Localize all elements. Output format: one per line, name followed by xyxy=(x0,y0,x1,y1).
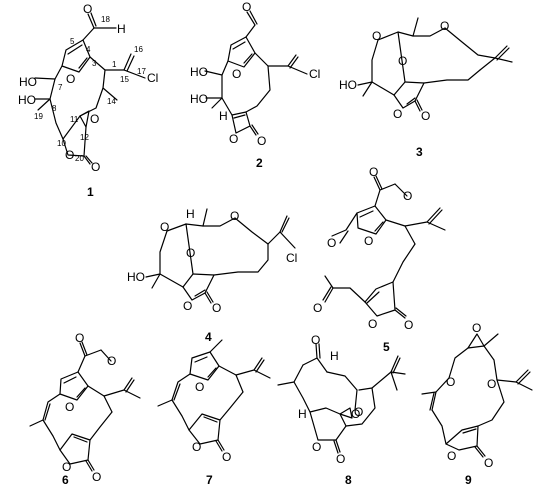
c9-o-carbonyl: O xyxy=(484,456,493,470)
c5-o-ketone: O xyxy=(313,301,322,315)
c1-o-carbonyl: O xyxy=(91,160,100,174)
c6-o-ester-2: O xyxy=(107,354,116,368)
c1-ho-b: HO xyxy=(18,93,36,107)
c2-ho-b: HO xyxy=(190,92,208,106)
c2-ho-a: HO xyxy=(190,65,208,79)
c1-num-1: 1 xyxy=(112,60,117,69)
c3-o-ketone-2: O xyxy=(440,19,449,33)
compound-7-label: 7 xyxy=(206,473,213,486)
compound-9-label: 9 xyxy=(465,473,472,486)
c6-o-lactone: O xyxy=(62,460,71,474)
c4-o-carbonyl: O xyxy=(212,301,221,315)
c8-o-ketone-2: O xyxy=(351,407,360,421)
compound-8-label: 8 xyxy=(345,473,352,486)
c7-o-lactone: O xyxy=(192,440,201,454)
c1-num-11: 11 xyxy=(70,115,79,124)
c8-o-ketone-1: O xyxy=(311,333,320,347)
c6-o-furan: O xyxy=(65,400,74,414)
c1-ho-a: HO xyxy=(19,75,37,89)
c1-num-5: 5 xyxy=(70,37,75,46)
c3-o-carbonyl: O xyxy=(421,109,430,123)
c5-o-carbonyl: O xyxy=(404,318,413,332)
c1-num-16: 16 xyxy=(134,45,143,54)
compound-9: O O O O O 9 xyxy=(421,321,533,487)
c1-num-14: 14 xyxy=(107,97,116,106)
c3-o-bridge: O xyxy=(398,54,407,68)
c1-num-20: 20 xyxy=(75,154,84,163)
c8-h: H xyxy=(330,349,339,363)
c2-o-lactone: O xyxy=(229,132,238,146)
c4-ho: HO xyxy=(127,270,145,284)
compound-4-label: 4 xyxy=(205,330,212,344)
c1-num-17: 17 xyxy=(137,67,146,76)
c4-cl: Cl xyxy=(286,251,297,265)
compound-2: HO HO O O Cl H O O 2 xyxy=(190,0,320,170)
c1-h-aldehyde: H xyxy=(117,22,126,36)
c1-cl: Cl xyxy=(147,71,158,85)
compound-4: HO O O H O Cl O O 4 xyxy=(127,207,297,344)
compound-7: O O O 7 xyxy=(157,339,271,487)
c9-o-epoxide: O xyxy=(472,321,481,335)
c5-o-aldehyde: O xyxy=(327,236,336,250)
c8-o-carbonyl: O xyxy=(336,452,345,466)
c3-ho: HO xyxy=(339,78,357,92)
compound-1-label: 1 xyxy=(87,185,94,199)
compound-3-label: 3 xyxy=(416,145,423,159)
c1-num-19: 19 xyxy=(34,112,43,121)
c5-o-lactone: O xyxy=(368,317,377,331)
c1-num-4: 4 xyxy=(86,45,91,54)
compound-2-label: 2 xyxy=(256,156,263,170)
c4-o-ketone-1: O xyxy=(160,220,169,234)
c2-o-furan: O xyxy=(232,67,241,81)
c7-o-carbonyl: O xyxy=(222,450,231,464)
c1-num-10: 10 xyxy=(57,139,66,148)
c8-h2: H xyxy=(298,407,307,421)
c1-o-aldehyde: O xyxy=(83,2,92,16)
c1-num-18: 18 xyxy=(101,15,110,24)
c4-o-ketone-2: O xyxy=(230,209,239,223)
compound-3: HO O O O O O 3 xyxy=(339,17,513,159)
c9-o-ketone-1: O xyxy=(446,375,455,389)
compound-5-label: 5 xyxy=(383,340,390,354)
compound-6-label: 6 xyxy=(62,473,69,486)
c5-o-ester-2: O xyxy=(403,189,412,203)
compound-6: O O O O O 6 xyxy=(29,331,141,487)
compound-8: O H O O H O O 8 xyxy=(277,333,406,487)
c2-cl: Cl xyxy=(309,67,320,81)
c1-num-7: 7 xyxy=(58,83,63,92)
c1-num-8: 8 xyxy=(52,104,57,113)
c1-num-12: 12 xyxy=(80,133,89,142)
c8-o-lactone: O xyxy=(312,440,321,454)
c1-num-3: 3 xyxy=(92,59,97,68)
c5-o-ester-1: O xyxy=(369,165,378,179)
c3-o-lactone: O xyxy=(393,107,402,121)
c1-o-lactone: O xyxy=(65,148,74,162)
c8-o-epoxide: O xyxy=(354,405,363,419)
c1-o-epoxide: O xyxy=(90,112,99,126)
compound-5: O O O O O O O 5 xyxy=(313,165,446,354)
c1-o-furan: O xyxy=(66,72,75,86)
c1-num-15: 15 xyxy=(120,75,129,84)
compound-1: HO HO O O H Cl O O O 5 4 3 18 1 16 17 15… xyxy=(18,2,158,199)
c6-o-ester-1: O xyxy=(75,331,84,345)
c2-h: H xyxy=(219,109,228,123)
c4-o-bridge: O xyxy=(186,246,195,260)
c9-o-ketone-2: O xyxy=(487,377,496,391)
c4-h: H xyxy=(186,207,195,221)
c2-o-carbonyl: O xyxy=(257,134,266,148)
c5-o-furan: O xyxy=(364,234,373,248)
c2-o-aldehyde: O xyxy=(242,0,251,14)
c6-o-carbonyl: O xyxy=(92,470,101,484)
c7-o-furan: O xyxy=(195,380,204,394)
c4-o-lactone: O xyxy=(183,299,192,313)
c9-o-lactone: O xyxy=(447,449,456,463)
c3-o-ketone-1: O xyxy=(372,29,381,43)
